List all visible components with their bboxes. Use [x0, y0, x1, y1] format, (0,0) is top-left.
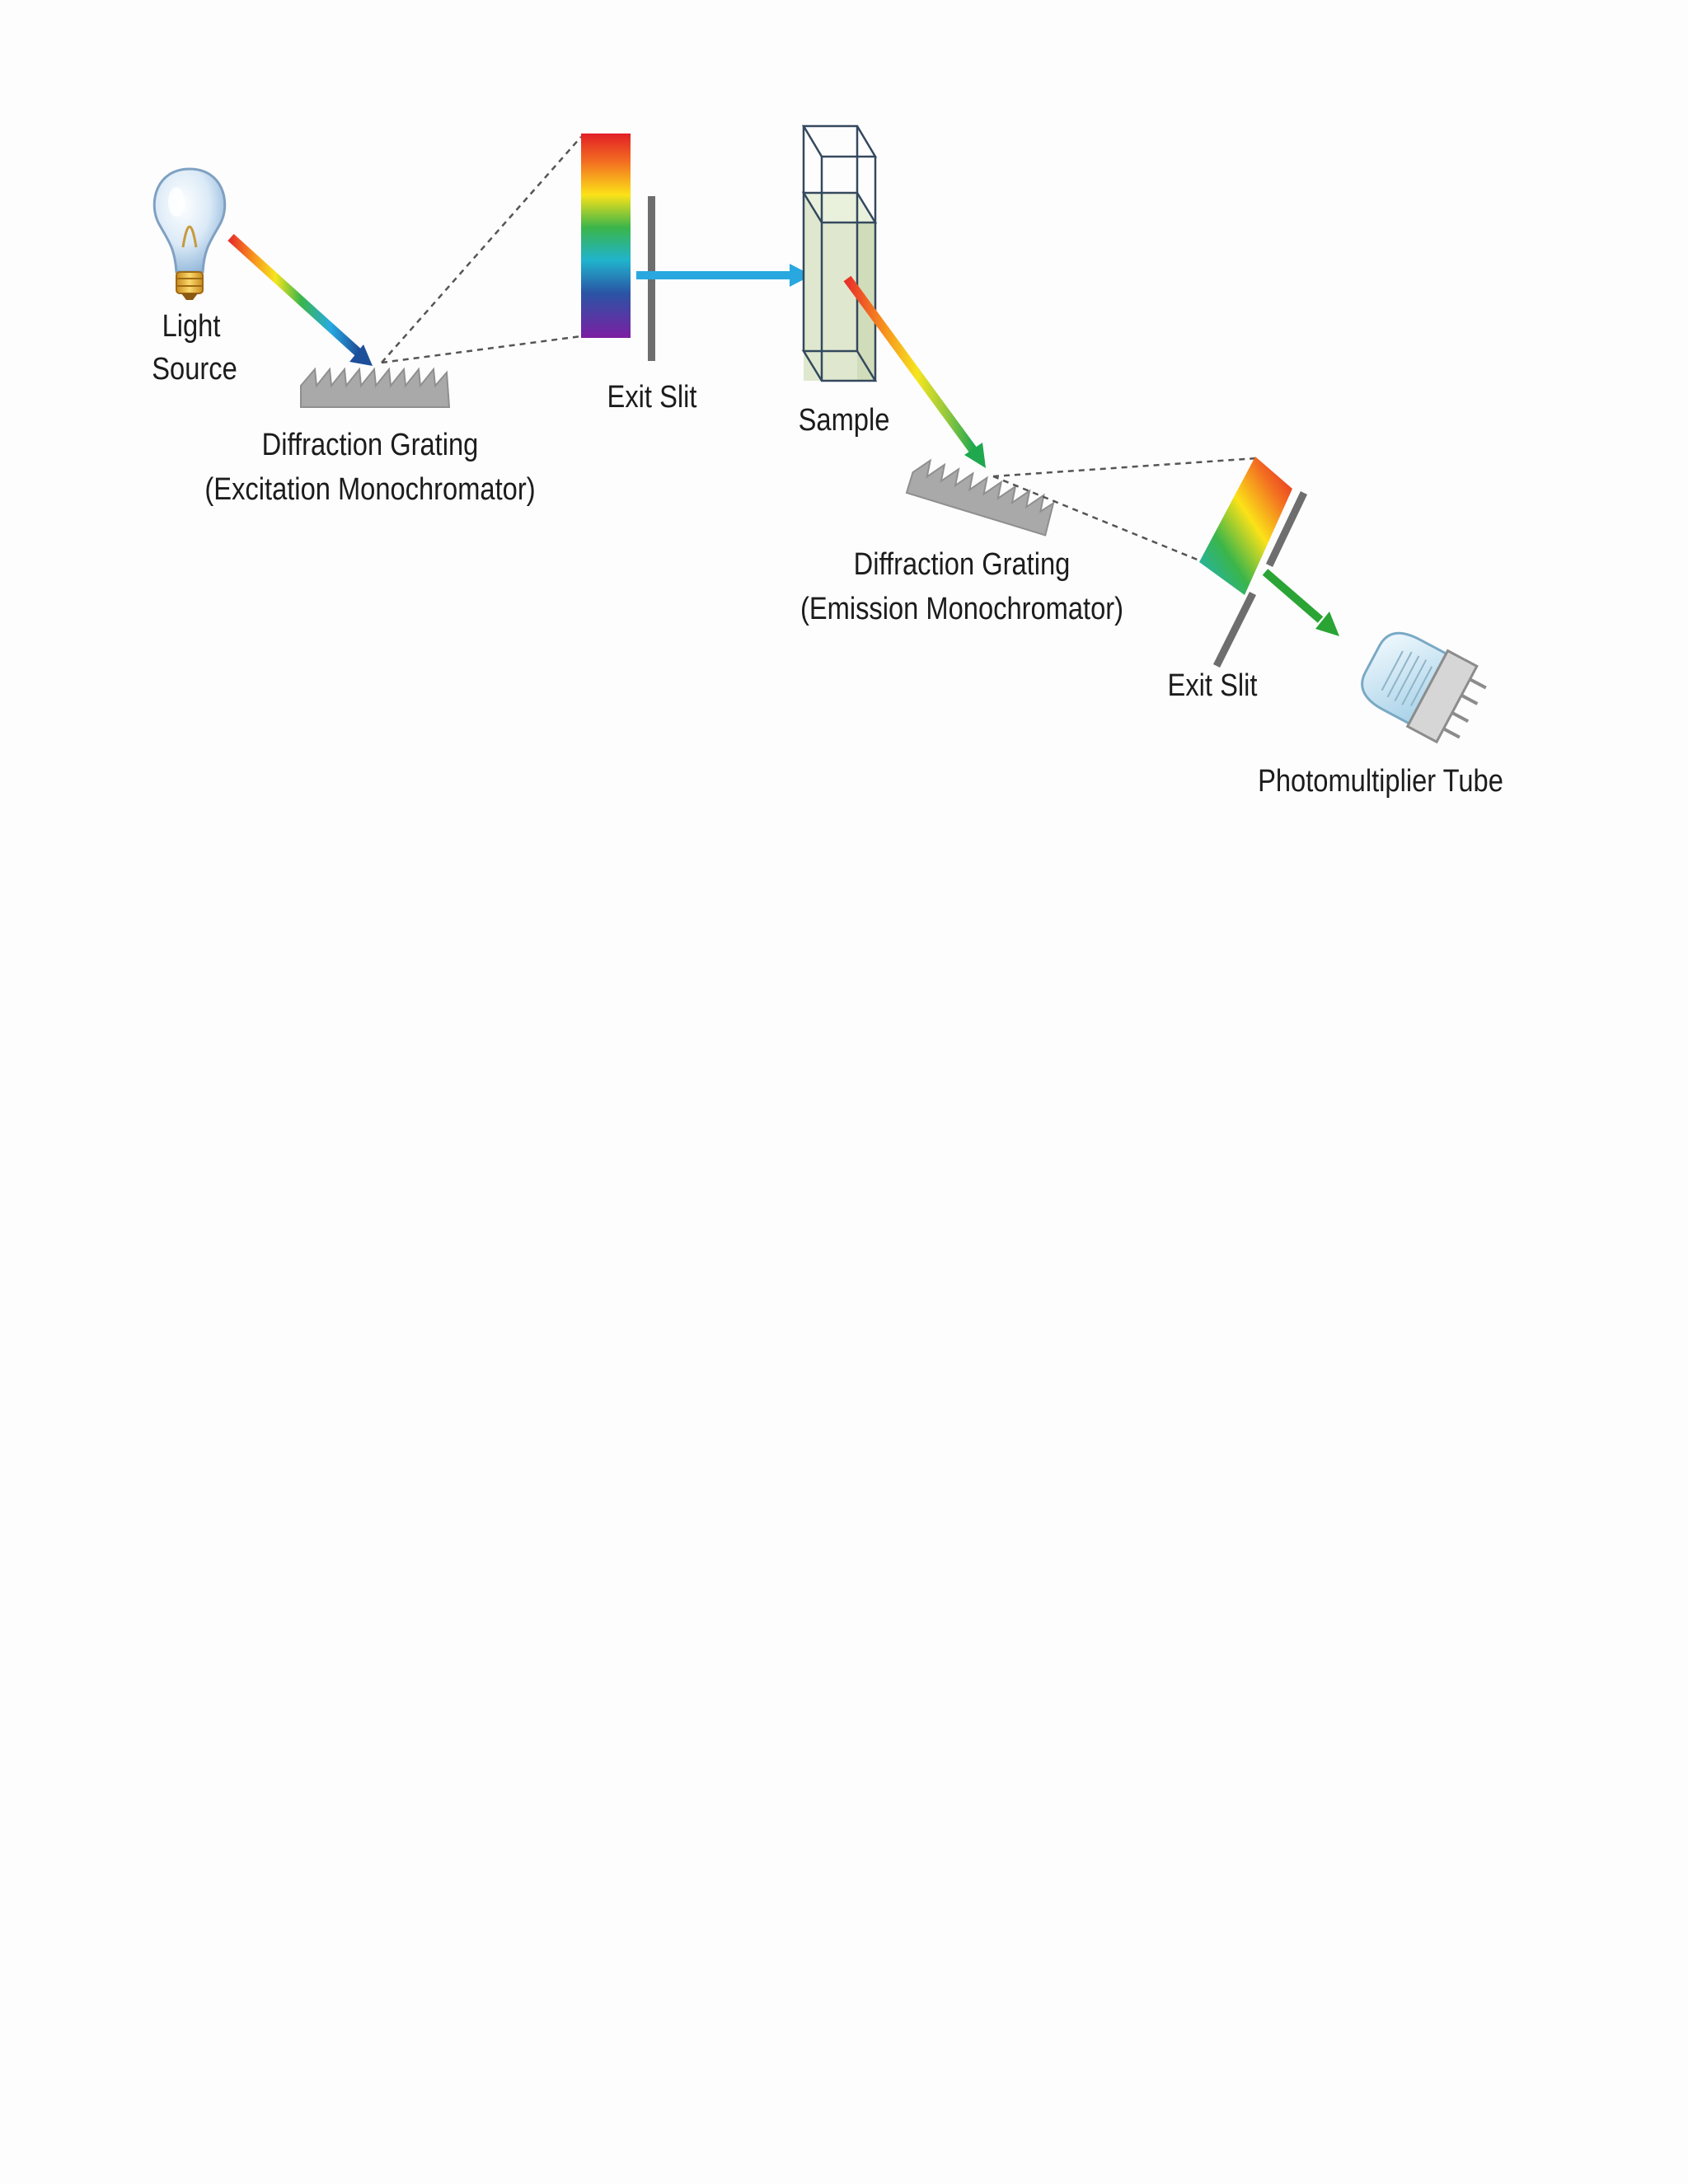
light-source-label-line2: Source — [152, 351, 237, 387]
emission-dispersion-lines — [992, 457, 1258, 562]
incident-beam — [227, 233, 373, 366]
excitation-beam — [636, 264, 812, 287]
light-bulb-icon — [152, 167, 227, 300]
excitation-grating-label-line1: Diffraction Grating — [262, 427, 479, 462]
excitation-dispersion-lines — [381, 136, 582, 364]
exit-slit-2-label: Exit Slit — [1168, 668, 1258, 703]
sample-label: Sample — [799, 402, 890, 438]
emission-beam — [843, 275, 986, 468]
emission-grating-label-line1: Diffraction Grating — [854, 546, 1071, 582]
emission-diffraction-grating — [905, 458, 1055, 537]
excitation-spectrum — [581, 134, 631, 338]
photomultiplier-label: Photomultiplier Tube — [1258, 763, 1503, 799]
sample-cuvette — [801, 124, 878, 382]
photomultiplier-tube-icon — [1361, 631, 1487, 744]
excitation-diffraction-grating — [300, 367, 451, 408]
emission-exit-slit — [1212, 491, 1308, 668]
light-source-label-line1: Light — [162, 308, 221, 344]
emission-grating-label-line2: (Emission Monochromator) — [800, 591, 1123, 626]
detected-beam — [1262, 569, 1339, 636]
excitation-grating-label-line2: (Excitation Monochromator) — [204, 471, 535, 507]
exit-slit-1-label: Exit Slit — [607, 379, 697, 415]
emission-spectrum — [1199, 457, 1292, 595]
